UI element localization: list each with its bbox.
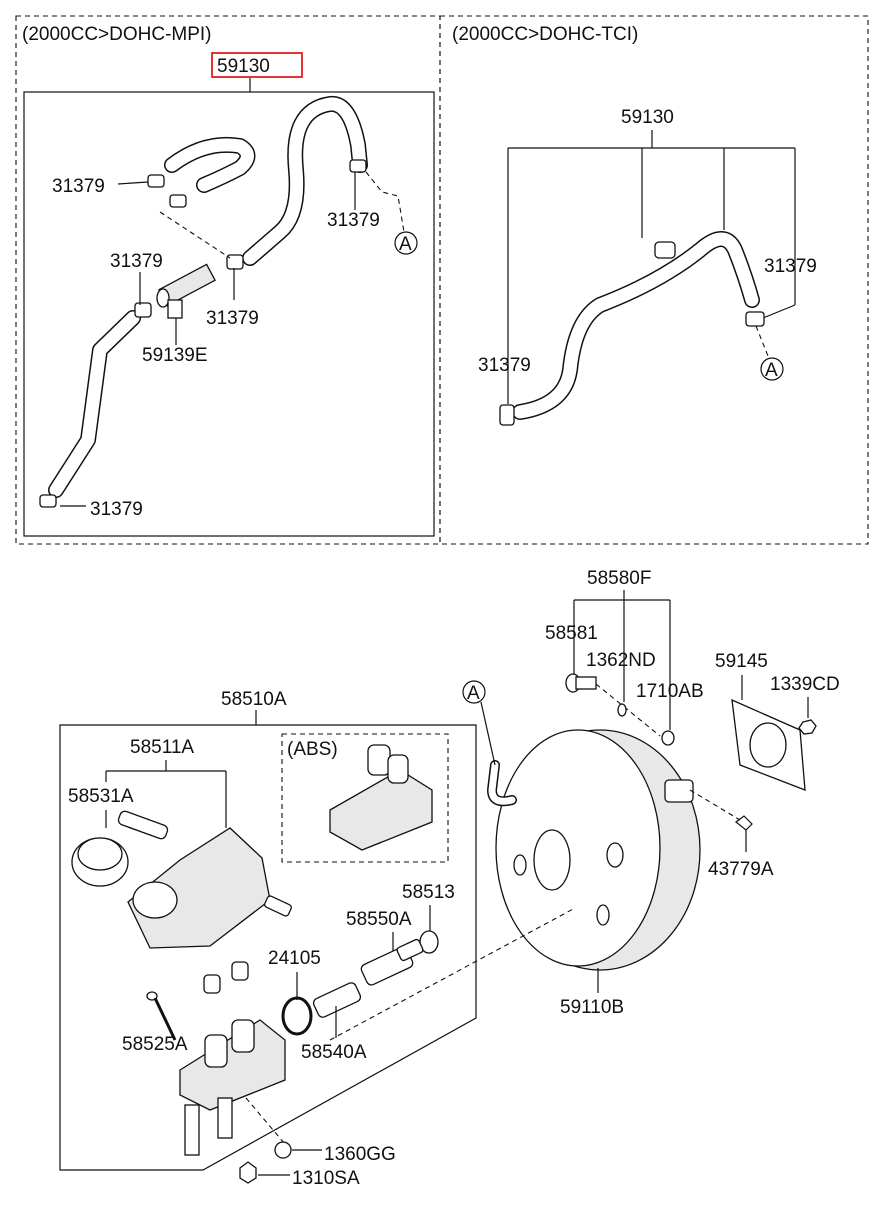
reservoir-58511a[interactable] [117,810,292,949]
tci-panel: (2000CC>DOHC-TCI) 59130 A 31379 31379 [439,15,869,545]
ref-a-booster [462,680,486,704]
o-ring-24105[interactable] [281,996,313,1036]
master-cylinder-assembly: 58510A 58511A 58531A (ABS) [59,689,477,1189]
abs-master-cylinder-icon [329,744,433,851]
label-58550a[interactable]: 58550A [346,909,412,930]
highlight-box-59130 [211,52,303,78]
label-43779a[interactable]: 43779A [708,859,774,880]
label-31379-mpi-a[interactable]: 31379 [52,176,105,197]
nut-1310sa[interactable] [239,1161,257,1184]
check-valve-59139e[interactable] [156,263,216,319]
label-58581[interactable]: 58581 [545,623,598,644]
gasket-59145[interactable] [731,698,806,791]
ref-a-booster-text: A [467,683,480,704]
label-58511a[interactable]: 58511A [130,737,194,758]
ref-a-tci-text: A [765,360,778,381]
brake-booster-assembly: 58580F 58581 1362ND 1710AB 59145 1339CD … [329,568,840,1041]
label-58513[interactable]: 58513 [402,882,455,903]
abs-label: (ABS) [287,739,338,760]
reservoir-cap-58531a[interactable] [71,837,129,887]
label-59130-mpi[interactable]: 59130 [217,56,270,77]
label-58525a[interactable]: 58525A [122,1034,188,1055]
label-58531a[interactable]: 58531A [68,786,134,807]
washer-1360gg[interactable] [274,1141,292,1159]
label-59145[interactable]: 59145 [715,651,768,672]
hose-clamp-icon [39,159,367,508]
label-58580f[interactable]: 58580F [587,568,651,589]
label-31379-mpi-b[interactable]: 31379 [327,210,380,231]
master-cylinder-body[interactable] [179,1019,286,1156]
secondary-piston-58550a[interactable] [360,938,424,987]
label-31379-mpi-e[interactable]: 31379 [90,499,143,520]
label-31379-tci-a[interactable]: 31379 [764,256,817,277]
label-1360gg[interactable]: 1360GG [324,1144,396,1165]
label-59139e[interactable]: 59139E [142,345,208,366]
label-58540a[interactable]: 58540A [301,1042,367,1063]
ref-a-mpi-text: A [399,234,412,255]
primary-piston-58540a[interactable] [312,981,362,1019]
ref-a-tci [760,357,784,381]
label-24105[interactable]: 24105 [268,948,321,969]
label-1339cd[interactable]: 1339CD [770,674,840,695]
label-31379-mpi-c[interactable]: 31379 [110,251,163,272]
label-59110b[interactable]: 59110B [560,997,624,1018]
label-1310sa[interactable]: 1310SA [292,1168,360,1189]
clevis-pin-58581[interactable] [565,673,597,693]
clip-43779a[interactable] [735,815,753,831]
nut-1339cd[interactable] [798,719,817,735]
label-1710ab[interactable]: 1710AB [636,681,704,702]
mpi-panel-title: (2000CC>DOHC-MPI) [22,24,212,45]
washer-1710ab[interactable] [661,730,675,746]
label-1362nd[interactable]: 1362ND [586,650,656,671]
grommet-icon [203,961,249,994]
mpi-panel: (2000CC>DOHC-MPI) 59130 [15,15,441,545]
brake-booster-59110b[interactable] [495,729,701,971]
label-59130-tci[interactable]: 59130 [621,107,674,128]
label-31379-mpi-d[interactable]: 31379 [206,308,259,329]
label-31379-tci-b[interactable]: 31379 [478,355,531,376]
label-58510a[interactable]: 58510A [221,689,287,710]
clip-1362nd[interactable] [617,703,627,717]
bolt-58525a[interactable] [146,991,177,1041]
tci-panel-title: (2000CC>DOHC-TCI) [452,24,638,45]
ref-a-mpi [394,231,418,255]
hose-clamp-icon [499,241,765,426]
